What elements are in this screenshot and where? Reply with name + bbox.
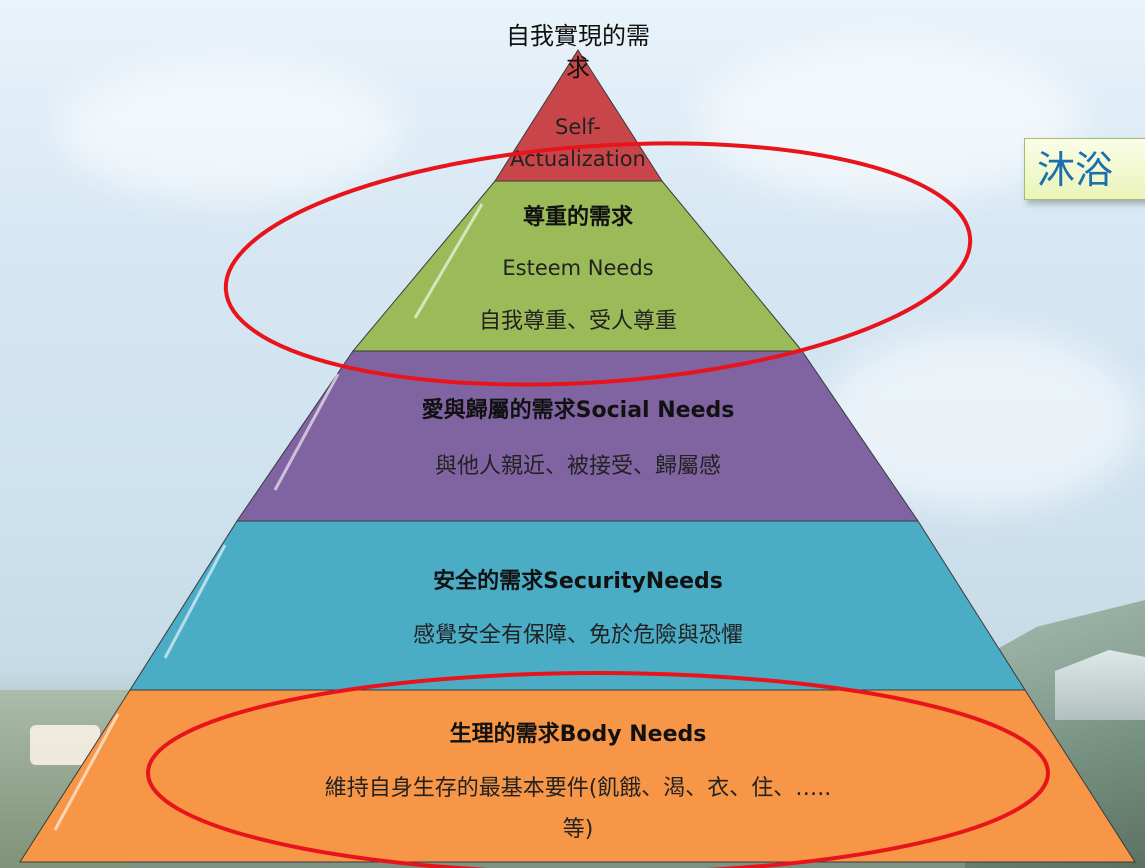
- tier-body-title: 生理的需求Body Needs: [450, 721, 707, 747]
- pyramid-tier-social: [236, 350, 919, 522]
- callout-text: 沐浴: [1037, 148, 1114, 192]
- tier-highlight: [53, 713, 120, 831]
- pyramid-tier-body: [19, 689, 1136, 863]
- tier-esteem-en: Esteem Needs: [502, 256, 653, 280]
- tier-social-title: 愛與歸屬的需求Social Needs: [422, 397, 735, 423]
- tier-top-title-line1: 自我實現的需: [506, 22, 650, 50]
- tier-security-title: 安全的需求SecurityNeeds: [433, 568, 723, 594]
- tier-security-desc: 感覺安全有保障、免於危險與恐懼: [413, 623, 743, 648]
- highlight-ellipse-body: [146, 671, 1050, 868]
- tier-body-desc-line2: 等): [563, 817, 594, 842]
- callout-box: 沐浴: [1024, 138, 1145, 200]
- tier-highlight: [163, 544, 227, 659]
- tier-body-desc-line1: 維持自身生存的最基本要件(飢餓、渴、衣、住、…..: [325, 776, 832, 801]
- background-cloud: [60, 60, 400, 200]
- tier-top-title-line2: 求: [566, 54, 590, 82]
- tier-esteem-title: 尊重的需求: [523, 204, 633, 230]
- highlight-ellipse-esteem: [223, 141, 973, 387]
- tier-highlight: [413, 203, 484, 319]
- tier-esteem-desc: 自我尊重、受人尊重: [479, 309, 677, 334]
- pyramid-tier-security: [129, 520, 1026, 691]
- tier-highlight: [273, 373, 340, 491]
- tier-social-desc: 與他人親近、被接受、歸屬感: [435, 454, 721, 479]
- tier-top-en-line1: Self-: [555, 115, 601, 139]
